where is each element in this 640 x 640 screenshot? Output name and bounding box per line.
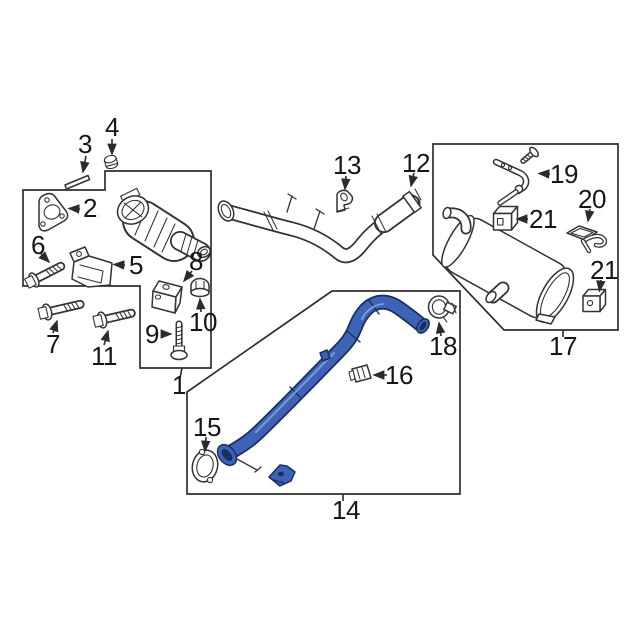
callout-4[interactable]: 4: [105, 112, 119, 142]
box-extension-pipe-group: [186, 290, 461, 501]
callout-10[interactable]: 10: [189, 307, 217, 337]
pipe-flange-bolt: [92, 308, 136, 329]
callout-5[interactable]: 5: [129, 250, 143, 280]
catalytic-converter: [116, 187, 211, 262]
converter-bolt: [24, 261, 66, 289]
extension-pipe-gasket: [191, 448, 219, 484]
support-insulator: [151, 280, 183, 314]
callout-12[interactable]: 12: [402, 148, 430, 178]
muffler-hanger: [566, 225, 608, 254]
callout-7[interactable]: 7: [46, 329, 60, 359]
front-exhaust-pipe: [217, 188, 422, 264]
callout-20[interactable]: 20: [578, 184, 606, 214]
callout-9[interactable]: 9: [145, 319, 159, 349]
muffler: [441, 206, 575, 325]
manifold-stud: [64, 174, 91, 190]
converter-bracket: [69, 246, 113, 288]
callout-11[interactable]: 11: [91, 341, 118, 371]
exhaust-insulator-a: [492, 205, 519, 231]
extension-pipe-highlighted[interactable]: [214, 294, 432, 487]
exhaust-insulator-b: [582, 288, 607, 313]
callout-3[interactable]: 3: [78, 129, 92, 159]
mount-bolt: [170, 320, 188, 361]
callout-15[interactable]: 15: [193, 412, 221, 442]
pipe-clip: [348, 364, 372, 383]
callout-6[interactable]: 6: [31, 230, 45, 260]
pipe-support-bracket: [336, 189, 354, 213]
callout-17[interactable]: 17: [549, 331, 577, 361]
box-catalytic-converter-group: [22, 170, 212, 379]
callout-arrows: [38, 139, 606, 453]
manifold-nut: [103, 154, 119, 170]
callout-18[interactable]: 18: [429, 331, 457, 361]
callout-21a[interactable]: 21: [529, 204, 557, 234]
callout-19[interactable]: 19: [550, 159, 578, 189]
callout-8[interactable]: 8: [189, 246, 203, 276]
pipe-clamp: [427, 295, 457, 323]
callout-16[interactable]: 16: [385, 360, 413, 390]
callout-21b[interactable]: 21: [590, 255, 618, 285]
callout-13[interactable]: 13: [333, 150, 361, 180]
muffler-mount-bracket: [492, 146, 539, 206]
box-muffler-group: [432, 143, 619, 337]
mount-nut: [190, 277, 210, 298]
front-pipe-bolt: [37, 299, 85, 321]
callout-2[interactable]: 2: [83, 193, 97, 223]
converter-gasket: [38, 192, 69, 232]
callout-1[interactable]: 1: [172, 370, 186, 400]
callout-14[interactable]: 14: [332, 495, 360, 525]
